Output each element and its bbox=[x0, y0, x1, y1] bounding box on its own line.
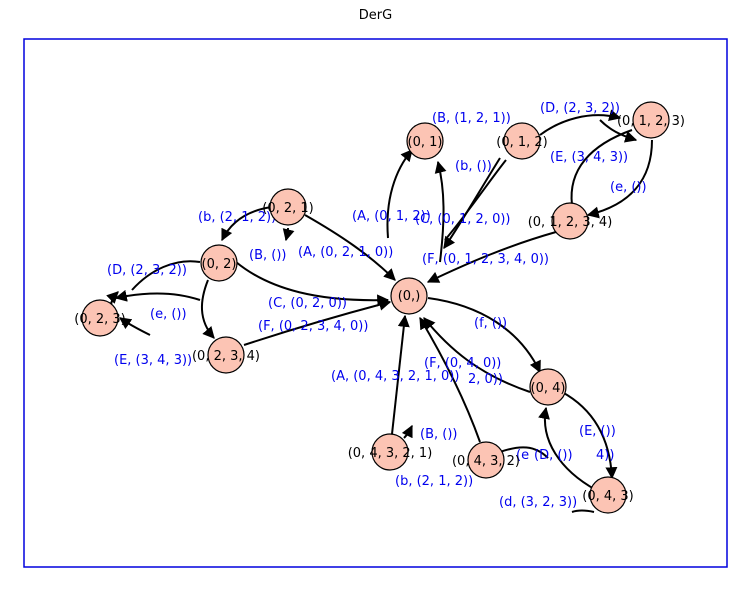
node-02: (0, 2) bbox=[200, 244, 238, 282]
edge-02-to-0 bbox=[235, 261, 390, 307]
node-023: (0, 2, 3) bbox=[74, 299, 126, 337]
edge-012-to-0123 bbox=[539, 109, 622, 136]
edge-043-to-04 bbox=[538, 406, 597, 491]
node-label-021: (0, 2, 1) bbox=[262, 201, 314, 216]
edge-01-to-0 bbox=[386, 149, 413, 239]
edge-label-E-343-left: (E, (3, 4, 3)) bbox=[114, 353, 192, 368]
edges bbox=[106, 109, 653, 513]
edge-label-E-right: (E, ()) bbox=[579, 424, 616, 439]
nodes: (0,) (0, 1) (0, 1, 2) (0, 1, 2, 3) (0, 1… bbox=[74, 101, 685, 514]
edge-e-to-023 bbox=[114, 289, 201, 302]
node-label-02: (0, 2) bbox=[202, 257, 237, 272]
edge-02-to-0234 bbox=[200, 279, 215, 339]
edge-0432-to-043 bbox=[499, 446, 549, 459]
plot-frame bbox=[23, 38, 728, 568]
diagram-title: DerG bbox=[358, 8, 393, 23]
node-0432: (0, 4, 3, 2) bbox=[452, 441, 520, 479]
edge-0-to-04 bbox=[427, 297, 541, 374]
edge-label-x-20: 2, 0)) bbox=[468, 372, 503, 387]
edge-label-C-0120: (C, (0, 1, 2, 0)) bbox=[415, 212, 511, 227]
edge-01234-to-0123 bbox=[570, 129, 633, 206]
edge-label-C-020: (C, (0, 2, 0)) bbox=[268, 296, 347, 311]
edge-012-to-0 bbox=[444, 159, 507, 241]
edge-label-f-right: (f, ()) bbox=[474, 316, 507, 331]
node-01: (0, 1) bbox=[406, 122, 444, 160]
edge-labels: (B, (1, 2, 1)) (D, (2, 3, 2)) (E, (3, 4,… bbox=[107, 101, 647, 510]
edge-021-stub bbox=[282, 227, 295, 242]
node-label-0: (0,) bbox=[398, 289, 421, 304]
edge-021-to-02 bbox=[221, 206, 273, 242]
node-label-04321: (0, 4, 3, 2, 1) bbox=[348, 446, 433, 461]
edge-label-A-043210: (A, (0, 4, 3, 2, 1, 0)) bbox=[331, 369, 459, 384]
edge-label-F-040: (F, (0, 4, 0)) bbox=[424, 356, 501, 371]
edge-label-b-212: (b, (2, 1, 2)) bbox=[198, 210, 276, 225]
edge-0123-to-01234 bbox=[586, 139, 653, 219]
node-label-01234: (0, 1, 2, 3, 4) bbox=[528, 215, 613, 230]
edge-0234-to-0 bbox=[243, 298, 392, 346]
node-label-012: (0, 1, 2) bbox=[496, 135, 548, 150]
edge-04321-to-0 bbox=[391, 314, 410, 435]
node-label-0432: (0, 4, 3, 2) bbox=[452, 454, 520, 469]
edge-label-D-232-top: (D, (2, 3, 2)) bbox=[540, 101, 620, 116]
node-label-0234: (0, 2, 3, 4) bbox=[192, 349, 260, 364]
node-label-023: (0, 2, 3) bbox=[74, 312, 126, 327]
node-04321: (0, 4, 3, 2, 1) bbox=[348, 433, 433, 471]
node-021: (0, 2, 1) bbox=[262, 188, 314, 226]
edge-label-E-343-top: (E, (3, 4, 3)) bbox=[550, 150, 628, 165]
edge-label-e-left: (e, ()) bbox=[150, 307, 187, 322]
edge-0-to-01 bbox=[434, 160, 447, 263]
edge-label-b-top: (b, ()) bbox=[455, 159, 492, 174]
node-043: (0, 4, 3) bbox=[582, 476, 634, 514]
node-label-04: (0, 4) bbox=[531, 381, 566, 396]
edge-01234-to-0 bbox=[426, 231, 557, 283]
edge-label-d-323: (d, (3, 2, 3)) bbox=[499, 495, 577, 510]
edge-043-stub bbox=[571, 509, 595, 513]
edge-label-D-232-left: (D, (2, 3, 2)) bbox=[107, 263, 187, 278]
edge-021-to-0 bbox=[304, 214, 396, 281]
edge-label-b-212-bottom: (b, (2, 1, 2)) bbox=[395, 474, 473, 489]
edge-label-B-left: (B, ()) bbox=[249, 248, 286, 263]
edge-04321-loop bbox=[401, 424, 413, 439]
edge-0-to-0120 bbox=[443, 157, 501, 249]
edge-label-D-bottom: (D, ()) bbox=[534, 448, 573, 463]
edge-E-to-023 bbox=[119, 317, 151, 336]
node-012: (0, 1, 2) bbox=[496, 122, 548, 160]
edge-04-to-043 bbox=[561, 391, 618, 480]
edge-label-e-bottom: (e bbox=[516, 448, 529, 463]
edge-0432-to-0 bbox=[419, 316, 481, 443]
edge-0123-loop bbox=[599, 119, 638, 143]
edge-label-A-0210: (A, (0, 2, 1, 0)) bbox=[298, 245, 393, 260]
edge-label-x-4: 4)) bbox=[596, 448, 614, 463]
edge-04-to-0 bbox=[423, 317, 531, 393]
node-label-01: (0, 1) bbox=[408, 135, 443, 150]
node-0234: (0, 2, 3, 4) bbox=[192, 336, 260, 374]
node-0: (0,) bbox=[390, 277, 428, 315]
node-0123: (0, 1, 2, 3) bbox=[617, 101, 685, 139]
edge-label-e-top: (e, ()) bbox=[610, 180, 647, 195]
edge-label-A-01: (A, (0, 1, 2)) bbox=[352, 209, 431, 224]
edge-label-F-01234: (F, (0, 1, 2, 3, 4, 0)) bbox=[422, 252, 549, 267]
node-label-0123: (0, 1, 2, 3) bbox=[617, 114, 685, 129]
edge-label-B-121: (B, (1, 2, 1)) bbox=[432, 111, 511, 126]
node-01234: (0, 1, 2, 3, 4) bbox=[528, 202, 613, 240]
node-label-043: (0, 4, 3) bbox=[582, 489, 634, 504]
node-04: (0, 4) bbox=[529, 368, 567, 406]
edge-label-B-bottom: (B, ()) bbox=[420, 427, 457, 442]
edge-label-F-02340: (F, (0, 2, 3, 4, 0)) bbox=[258, 319, 368, 334]
edge-02-to-023 bbox=[131, 260, 201, 291]
